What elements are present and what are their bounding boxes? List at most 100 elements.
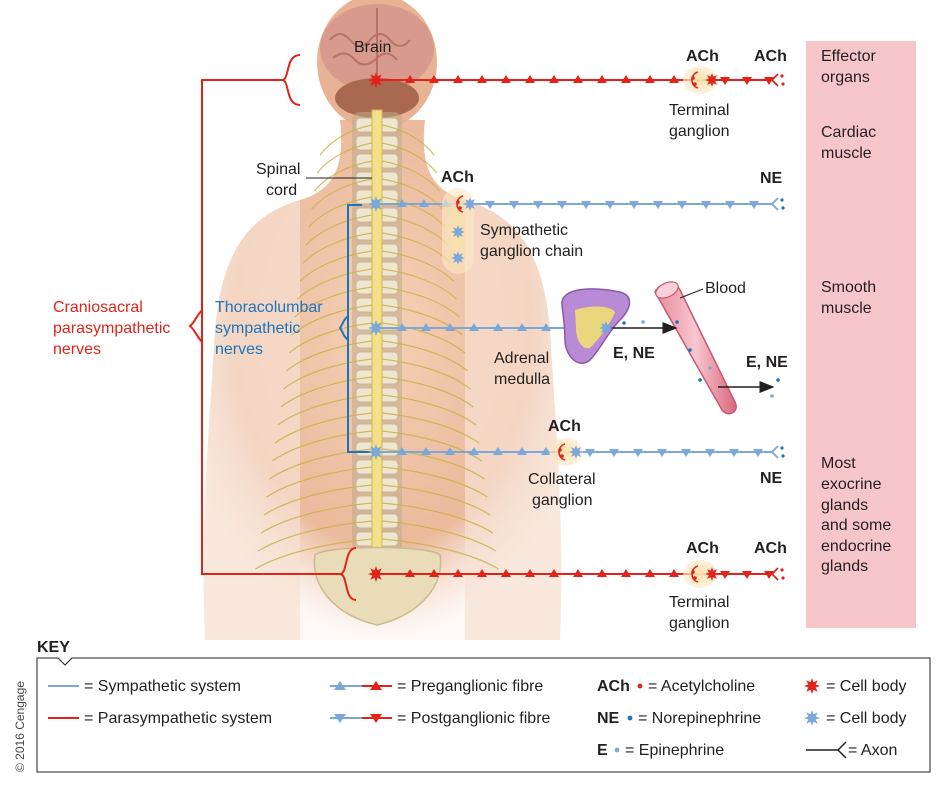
nerve-branch-left xyxy=(311,178,373,210)
craniosacral-label-3: nerves xyxy=(53,341,101,358)
nerve-branch-right xyxy=(381,268,457,300)
postganglionic-marker xyxy=(753,449,763,457)
ach-collateral-label: ACh xyxy=(548,418,581,435)
nerve-branch-left xyxy=(299,250,373,282)
craniosacral-bracket xyxy=(188,54,357,601)
postganglionic-marker xyxy=(720,77,730,85)
preganglionic-marker xyxy=(621,75,631,83)
preganglionic-marker xyxy=(597,75,607,83)
key-postganglionic-symbol xyxy=(330,714,392,723)
postganglionic-marker xyxy=(653,201,663,209)
nerve-branch-left xyxy=(308,196,373,228)
glands-label-6: glands xyxy=(821,558,868,575)
craniosacral-label-1: Craniosacral xyxy=(53,299,143,316)
brain-illustration xyxy=(320,4,434,118)
nerve-branch-left xyxy=(266,466,373,498)
spinal-cord-label-2: cord xyxy=(266,182,297,199)
key-sympathetic-label: = Sympathetic system xyxy=(84,678,241,695)
nerve-branch-right xyxy=(381,466,488,498)
nerve-branch-right xyxy=(381,502,494,534)
nerve-branch-right xyxy=(381,448,485,480)
key-preganglionic-symbol xyxy=(330,681,392,690)
preganglionic-marker xyxy=(669,75,679,83)
nerve-branch-left xyxy=(274,412,373,444)
preganglionic-marker xyxy=(549,569,559,577)
nerve-branch-right xyxy=(381,124,435,156)
cell-body-chain-2 xyxy=(451,225,465,239)
nerve-branch-left xyxy=(288,322,373,354)
preganglionic-marker xyxy=(501,569,511,577)
preganglionic-marker xyxy=(445,447,455,455)
thoracolumbar-label-3: nerves xyxy=(215,341,263,358)
nerve-branch-right xyxy=(381,358,471,390)
terminal-ganglion-top-label-1: Terminal xyxy=(669,102,729,119)
postganglionic-marker xyxy=(725,201,735,209)
key-axon-label: = Axon xyxy=(848,742,897,759)
preganglionic-marker xyxy=(669,569,679,577)
key-cell-body-blue-label: = Cell body xyxy=(826,710,907,727)
adrenal-label-1: Adrenal xyxy=(494,350,549,367)
nerve-branch-left xyxy=(271,430,373,462)
cell-body-terminal-top xyxy=(705,73,719,87)
nerve-branch-right xyxy=(381,340,469,372)
preganglionic-marker xyxy=(397,447,407,455)
preganglionic-marker xyxy=(453,569,463,577)
key-red-star xyxy=(804,678,820,694)
blood-pointer xyxy=(679,288,704,299)
blood-vessel xyxy=(654,281,737,415)
preganglionic-marker xyxy=(573,569,583,577)
preganglionic-marker xyxy=(501,75,511,83)
terminal-ganglion-top xyxy=(683,66,717,94)
collateral-ganglion-label-2: ganglion xyxy=(532,492,593,509)
postganglionic-marker xyxy=(533,201,543,209)
key-ne-abbr: NE xyxy=(597,710,620,727)
preganglionic-marker xyxy=(573,75,583,83)
fibre-direction-markers xyxy=(397,75,774,579)
cell-body-chain-3 xyxy=(451,251,465,265)
nerve-branch-right xyxy=(381,430,483,462)
cell-body-terminal-bottom xyxy=(705,567,719,581)
cell-body-brain xyxy=(368,72,384,88)
nerve-branch-right xyxy=(381,412,480,444)
nerve-branch-right xyxy=(381,394,477,426)
preganglionic-marker xyxy=(517,323,527,331)
glands-label-4: and some xyxy=(821,517,891,534)
nerve-branch-right xyxy=(381,376,474,408)
preganglionic-marker xyxy=(549,75,559,83)
preganglionic-marker xyxy=(645,75,655,83)
postganglionic-marker xyxy=(585,449,595,457)
adrenal-gland xyxy=(561,288,631,364)
key-ne-definition: = Norepinephrine xyxy=(638,710,761,727)
effector-organs-label-1: Effector xyxy=(821,48,877,65)
postganglionic-marker xyxy=(701,201,711,209)
spinal-cord-label-1: Spinal xyxy=(256,161,300,178)
postganglionic-marker xyxy=(557,201,567,209)
cell-body-sacral xyxy=(368,566,384,582)
preganglionic-marker xyxy=(469,323,479,331)
nerve-branch-left xyxy=(297,268,373,300)
cell-body-chain-1 xyxy=(463,197,477,211)
cell-bodies xyxy=(368,72,719,582)
thoracolumbar-label-1: Thoracolumbar xyxy=(215,299,323,316)
key-preganglionic-label: = Preganglionic fibre xyxy=(397,678,543,695)
preganglionic-marker xyxy=(419,199,429,207)
postganglionic-marker xyxy=(485,201,495,209)
preganglionic-marker xyxy=(493,323,503,331)
cell-body-lower xyxy=(368,444,384,460)
glands-label-1: Most xyxy=(821,455,856,472)
key-postganglionic-label: = Postganglionic fibre xyxy=(397,710,551,727)
smooth-muscle-label-1: Smooth xyxy=(821,279,876,296)
postganglionic-marker xyxy=(657,449,667,457)
postganglionic-marker xyxy=(509,201,519,209)
nerve-branch-left xyxy=(257,520,373,552)
postganglionic-marker xyxy=(629,201,639,209)
preganglionic-marker xyxy=(453,75,463,83)
key-cell-body-red-label: = Cell body xyxy=(826,678,907,695)
cell-body-collateral xyxy=(569,445,583,459)
postganglionic-marker xyxy=(681,449,691,457)
key-box: KEY = Sympathetic system = Parasympathet… xyxy=(36,639,931,773)
glands-label-2: exocrine xyxy=(821,476,882,493)
nerve-branch-right xyxy=(381,196,446,228)
preganglionic-marker xyxy=(445,323,455,331)
